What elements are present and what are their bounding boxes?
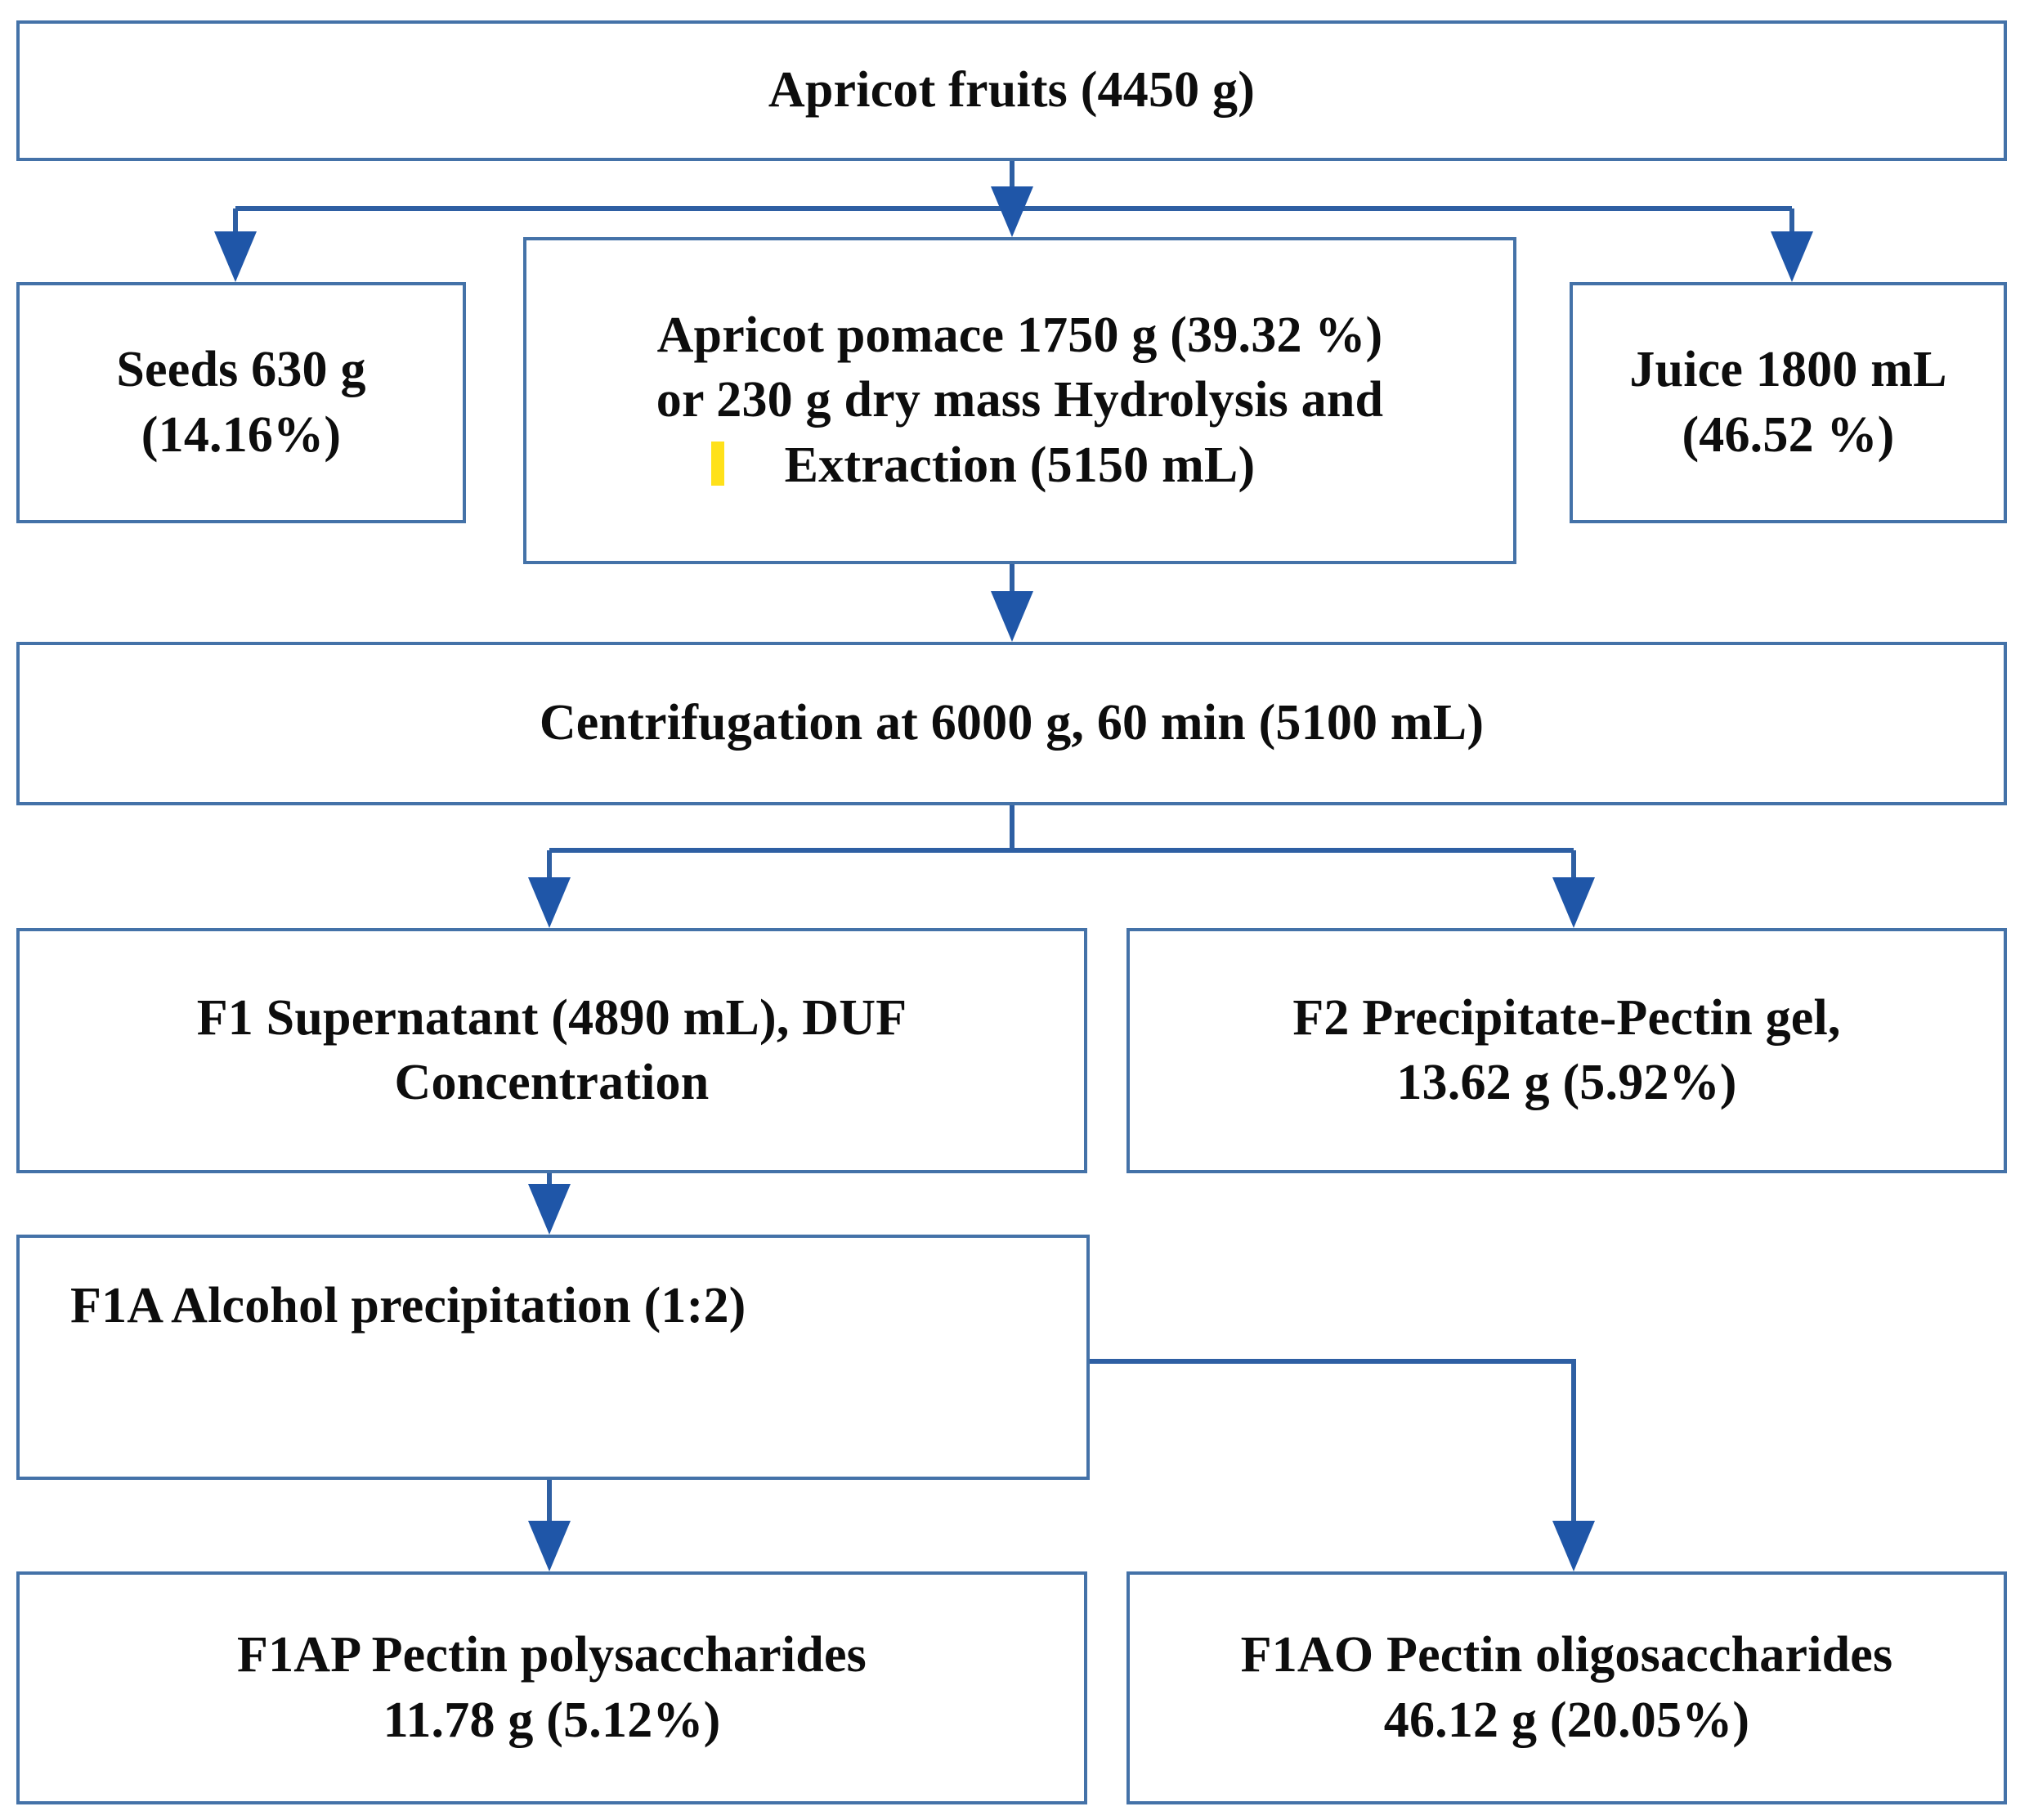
edge-pomace-to-centrifugation bbox=[991, 564, 1033, 642]
node-f1ao-pectin-oligosaccharides[interactable]: F1AO Pectin oligosaccharides 46.12 g (20… bbox=[1126, 1571, 2007, 1804]
edge-f1a-to-f1ap bbox=[528, 1480, 571, 1571]
node-f2-precipitate-label: F2 Precipitate-Pectin gel, 13.62 g (5.92… bbox=[1292, 989, 1841, 1110]
arrowhead-to-f1ap bbox=[528, 1521, 571, 1571]
node-f1a-alcohol-precipitation-label: F1A Alcohol precipitation (1:2) bbox=[70, 1278, 746, 1334]
node-juice[interactable]: Juice 1800 mL (46.52 %) bbox=[1570, 282, 2007, 523]
node-f1-supernatant[interactable]: F1 Supernatant (4890 mL), DUF Concentrat… bbox=[16, 928, 1087, 1173]
node-centrifugation[interactable]: Centrifugation at 6000 g, 60 min (5100 m… bbox=[16, 642, 2007, 805]
node-f1a-alcohol-precipitation[interactable]: F1A Alcohol precipitation (1:2) bbox=[16, 1235, 1090, 1480]
node-f1ap-pectin-polysaccharides-label: F1AP Pectin polysaccharides 11.78 g (5.1… bbox=[237, 1627, 867, 1748]
node-f1ao-pectin-oligosaccharides-label: F1AO Pectin oligosaccharides 46.12 g (20… bbox=[1240, 1627, 1893, 1748]
arrowhead-to-f2 bbox=[1552, 877, 1595, 928]
node-seeds[interactable]: Seeds 630 g (14.16%) bbox=[16, 282, 466, 523]
node-apricot-pomace[interactable]: Apricot pomace 1750 g (39.32 %) or 230 g… bbox=[523, 237, 1516, 564]
yellow-highlight-mark bbox=[711, 442, 724, 486]
node-f1-supernatant-label: F1 Supernatant (4890 mL), DUF Concentrat… bbox=[196, 989, 907, 1110]
node-apricot-fruits-label: Apricot fruits (4450 g) bbox=[768, 62, 1256, 119]
arrowhead-to-f1 bbox=[528, 877, 571, 928]
edge-f1a-to-f1ao bbox=[1090, 1359, 1595, 1571]
node-f1ap-pectin-polysaccharides[interactable]: F1AP Pectin polysaccharides 11.78 g (5.1… bbox=[16, 1571, 1087, 1804]
node-juice-label: Juice 1800 mL (46.52 %) bbox=[1629, 342, 1947, 463]
node-centrifugation-label: Centrifugation at 6000 g, 60 min (5100 m… bbox=[539, 695, 1485, 751]
arrowhead-to-seeds bbox=[214, 231, 257, 282]
edge-centrifugation-to-fractions bbox=[528, 805, 1595, 928]
arrowhead-to-f1a bbox=[528, 1184, 571, 1235]
node-apricot-pomace-label: Apricot pomace 1750 g (39.32 %) or 230 g… bbox=[656, 307, 1384, 493]
arrowhead-to-f1ao bbox=[1552, 1521, 1595, 1571]
arrowhead-to-pomace bbox=[991, 186, 1033, 237]
arrowhead-to-juice bbox=[1771, 231, 1813, 282]
node-apricot-fruits[interactable]: Apricot fruits (4450 g) bbox=[16, 20, 2007, 161]
node-seeds-label: Seeds 630 g (14.16%) bbox=[116, 342, 366, 463]
arrowhead-to-centrifugation bbox=[991, 591, 1033, 642]
edge-f1-to-f1a bbox=[528, 1173, 571, 1235]
node-f2-precipitate[interactable]: F2 Precipitate-Pectin gel, 13.62 g (5.92… bbox=[1126, 928, 2007, 1173]
